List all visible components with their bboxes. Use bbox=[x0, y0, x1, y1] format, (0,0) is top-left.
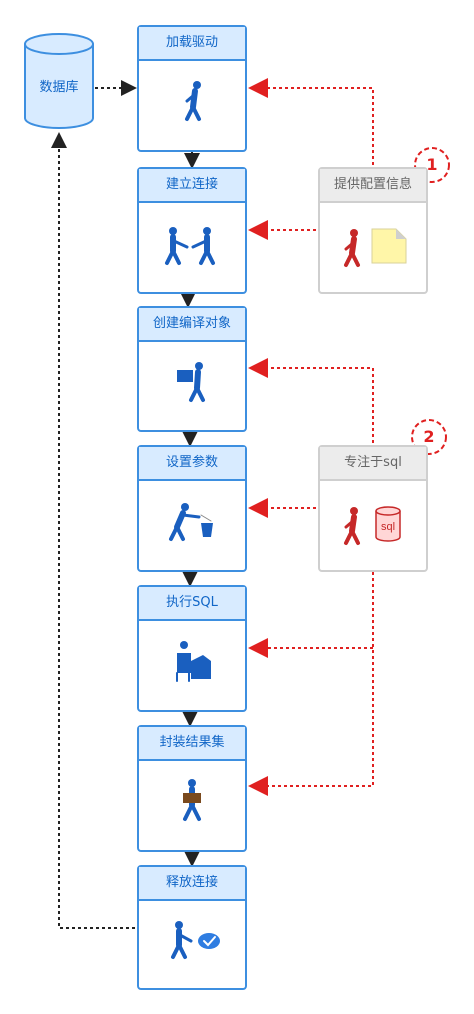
note-title: 专注于sql bbox=[320, 447, 426, 481]
step-set-parameters: 设置参数 bbox=[137, 445, 247, 572]
step-wrap-result-set: 封装结果集 bbox=[137, 725, 247, 852]
note-focus-sql: 专注于sql sql bbox=[318, 445, 428, 572]
person-holding-box-icon bbox=[183, 779, 201, 821]
person-at-machine-icon bbox=[176, 641, 211, 682]
note1-arrows bbox=[248, 78, 374, 240]
step-execute-sql: 执行SQL bbox=[137, 585, 247, 712]
note2-arrows bbox=[248, 358, 374, 796]
step-title: 设置参数 bbox=[139, 447, 245, 481]
step-release-connection: 释放连接 bbox=[137, 865, 247, 990]
step-title: 释放连接 bbox=[139, 867, 245, 901]
badge-2: 2 bbox=[423, 427, 435, 446]
note-title: 提供配置信息 bbox=[320, 169, 426, 203]
person-with-document-icon bbox=[344, 228, 407, 267]
step-title: 封装结果集 bbox=[139, 727, 245, 761]
step-title: 执行SQL bbox=[139, 587, 245, 621]
note-config-info: 提供配置信息 bbox=[318, 167, 428, 294]
database-cylinder bbox=[24, 33, 94, 129]
step-load-driver: 加载驱动 bbox=[137, 25, 247, 152]
release-to-db-arrow bbox=[51, 132, 135, 929]
step-establish-connection: 建立连接 bbox=[137, 167, 247, 294]
sql-icon-label: sql bbox=[381, 521, 395, 533]
step-title: 建立连接 bbox=[139, 169, 245, 203]
step-title: 创建编译对象 bbox=[139, 308, 245, 342]
step-title: 加载驱动 bbox=[139, 27, 245, 61]
badge-1: 1 bbox=[426, 155, 438, 174]
person-with-check-icon bbox=[171, 921, 220, 959]
step-flow-arrows bbox=[180, 152, 200, 867]
database-label: 数据库 bbox=[39, 80, 79, 95]
person-carrying-box-icon bbox=[177, 362, 205, 402]
step-create-statement: 创建编译对象 bbox=[137, 306, 247, 432]
two-people-connect-icon bbox=[165, 227, 215, 265]
walking-person-icon bbox=[185, 81, 201, 121]
person-with-sql-database-icon: sql bbox=[344, 506, 401, 545]
person-pouring-icon bbox=[169, 503, 213, 541]
